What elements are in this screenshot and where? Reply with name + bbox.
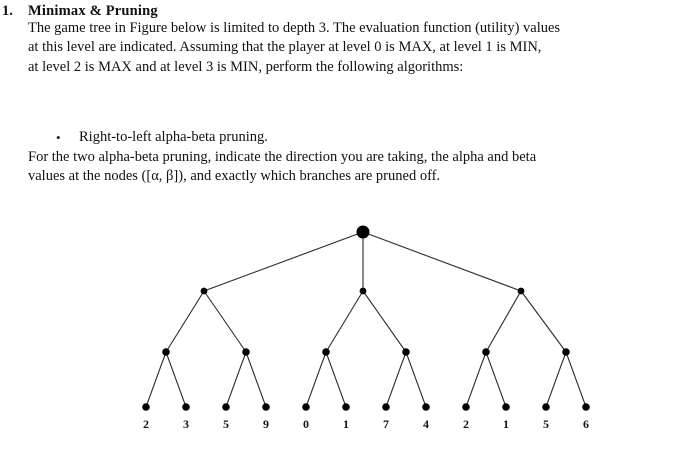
leaf-value: 4 <box>423 417 429 431</box>
tree-node-level-1 <box>359 287 367 295</box>
outro-line-2: values at the nodes ([α, β]), and exactl… <box>28 168 441 185</box>
tree-edge <box>485 290 522 353</box>
tree-node-level-3 <box>262 403 270 411</box>
bullet-item-label: Right-to-left alpha-beta pruning. <box>79 129 268 145</box>
tree-edge <box>203 231 364 292</box>
tree-node-level-3 <box>582 403 590 411</box>
leaf-value: 3 <box>183 417 189 431</box>
tree-edge <box>465 351 487 408</box>
leaf-value: 5 <box>223 417 229 431</box>
tree-edge <box>165 351 187 408</box>
tree-node-group <box>142 225 590 411</box>
tree-edge <box>245 351 267 408</box>
tree-node-level-3 <box>462 403 470 411</box>
tree-edge <box>165 290 205 353</box>
tree-edge <box>485 351 507 408</box>
leaf-value: 2 <box>463 417 469 431</box>
tree-edge <box>565 351 587 408</box>
tree-node-level-3 <box>182 403 190 411</box>
leaf-value: 1 <box>503 417 509 431</box>
leaf-value: 5 <box>543 417 549 431</box>
leaf-value: 7 <box>383 417 389 431</box>
tree-edge <box>545 351 567 408</box>
bullet-list-item: • Right-to-left alpha-beta pruning. <box>56 128 268 147</box>
tree-node-level-2 <box>482 348 490 356</box>
question-number: 1. <box>2 3 13 19</box>
tree-edge <box>405 351 427 408</box>
tree-node-level-3 <box>382 403 390 411</box>
tree-edge <box>362 231 522 292</box>
tree-node-level-2 <box>322 348 330 356</box>
tree-node-level-0 <box>356 225 370 239</box>
question-title: Minimax & Pruning <box>28 3 158 19</box>
question-heading: 1. Minimax & Pruning <box>2 2 642 20</box>
tree-edge <box>305 351 327 408</box>
tree-edge <box>385 351 407 408</box>
tree-edge <box>325 290 364 353</box>
tree-node-level-3 <box>342 403 350 411</box>
tree-edge <box>145 351 167 408</box>
tree-edge <box>325 351 347 408</box>
tree-node-level-3 <box>302 403 310 411</box>
tree-node-level-2 <box>562 348 570 356</box>
leaf-value: 1 <box>343 417 349 431</box>
tree-node-level-3 <box>542 403 550 411</box>
tree-node-level-2 <box>402 348 410 356</box>
tree-node-level-2 <box>242 348 250 356</box>
intro-line-2: at this level are indicated. Assuming th… <box>28 39 542 56</box>
tree-node-level-1 <box>200 287 208 295</box>
intro-line-1: The game tree in Figure below is limited… <box>28 20 561 36</box>
outro-line-1: For the two alpha-beta pruning, indicate… <box>28 149 537 165</box>
tree-edge-group <box>145 231 587 408</box>
leaf-value: 0 <box>303 417 309 431</box>
game-tree-figure: 2 3 5 9 0 1 7 4 2 1 5 6 <box>0 205 696 454</box>
outro-paragraph: For the two alpha-beta pruning, indicate… <box>28 148 674 187</box>
leaf-value: 6 <box>583 417 589 431</box>
tree-node-level-1 <box>517 287 525 295</box>
bullet-marker-icon: • <box>56 130 61 145</box>
leaf-value: 9 <box>263 417 269 431</box>
intro-line-3: at level 2 is MAX and at level 3 is MIN,… <box>28 58 464 75</box>
tree-node-level-3 <box>142 403 150 411</box>
leaf-value: 2 <box>143 417 149 431</box>
tree-edge <box>203 290 247 353</box>
tree-node-level-2 <box>162 348 170 356</box>
tree-edge <box>520 290 567 353</box>
tree-edge <box>362 290 407 353</box>
tree-node-level-3 <box>222 403 230 411</box>
leaf-value-labels: 2 3 5 9 0 1 7 4 2 1 5 6 <box>0 205 696 454</box>
game-tree-svg <box>142 225 590 411</box>
intro-paragraph: The game tree in Figure below is limited… <box>28 19 674 77</box>
tree-edge <box>225 351 247 408</box>
tree-node-level-3 <box>422 403 430 411</box>
tree-node-level-3 <box>502 403 510 411</box>
